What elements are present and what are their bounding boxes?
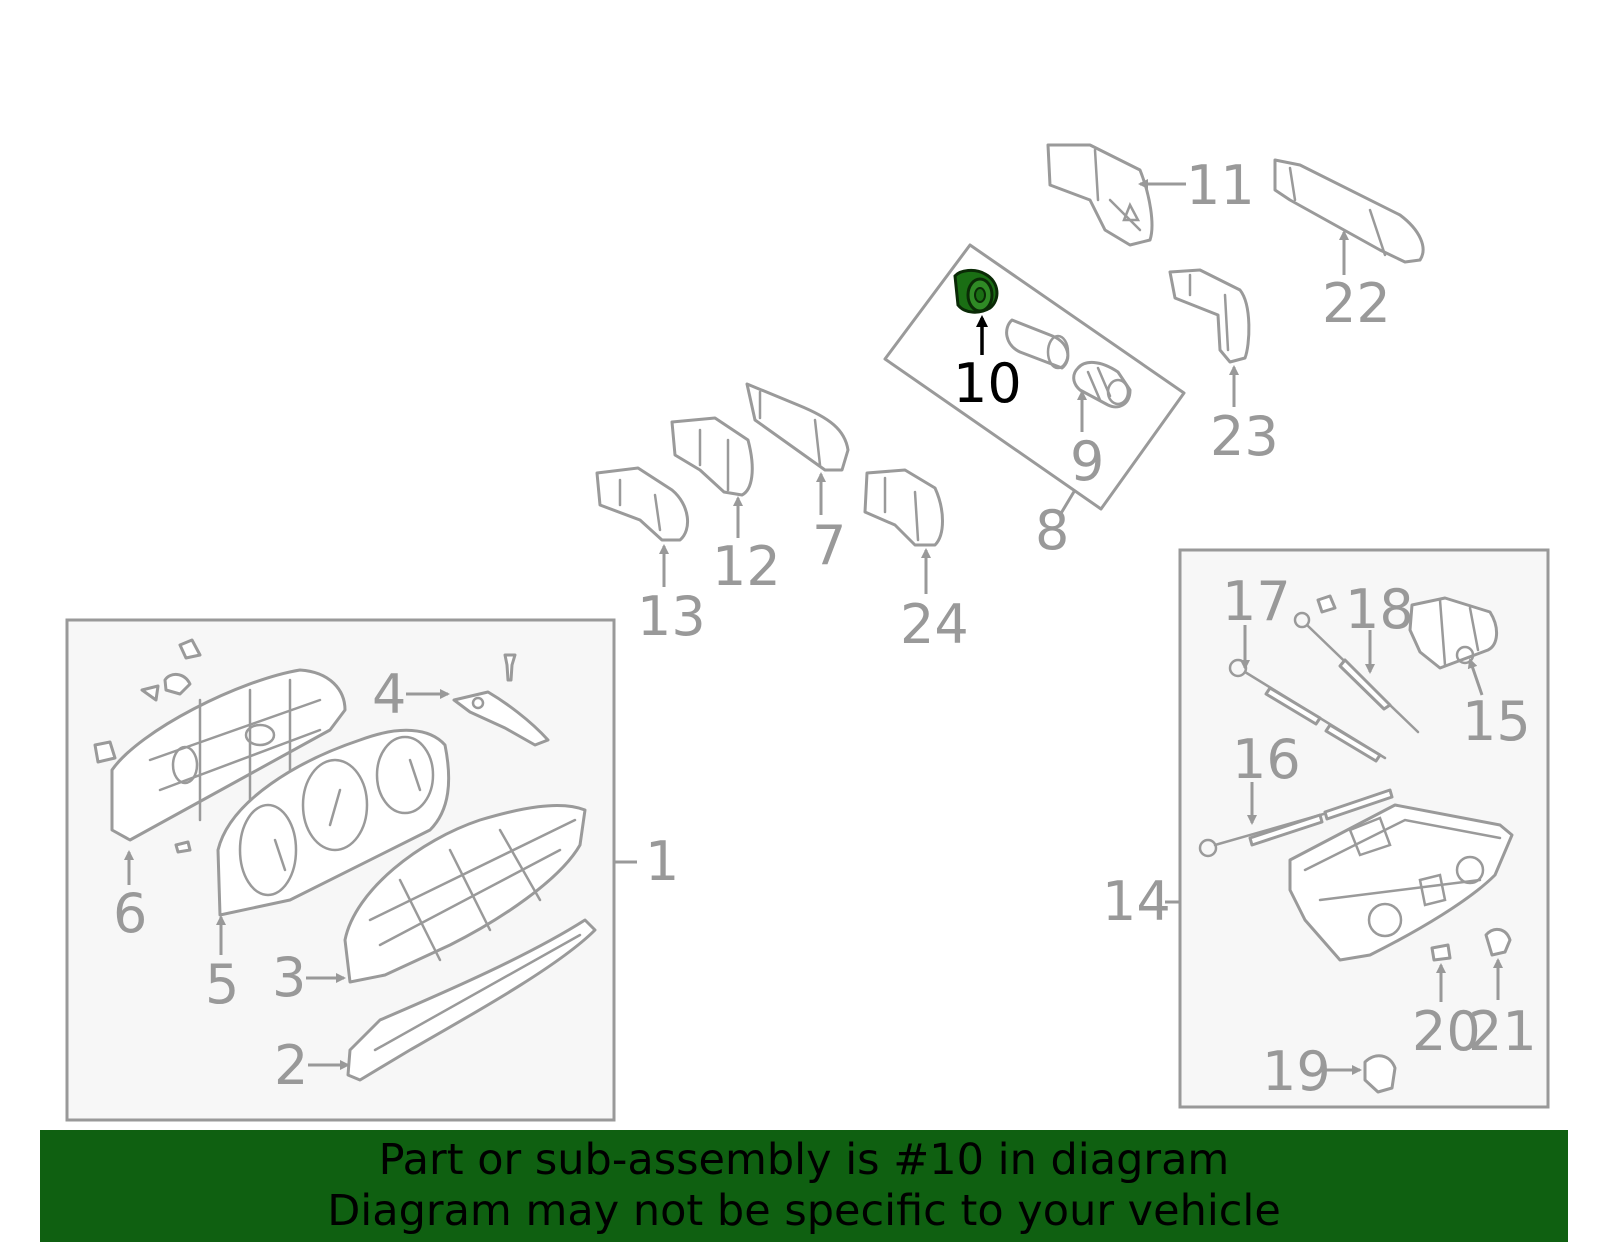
lighter-element	[1005, 318, 1070, 370]
switch-23	[1168, 268, 1251, 364]
footer-banner: Part or sub-assembly is #10 in diagram D…	[40, 1130, 1568, 1242]
part-3-bezel	[343, 804, 587, 984]
climate-control-unit	[1288, 803, 1514, 962]
footer-line-1: Part or sub-assembly is #10 in diagram	[378, 1135, 1230, 1185]
callout-20: 20	[1412, 1000, 1481, 1063]
lighter-assembly-group: 8 10 9	[883, 243, 1186, 562]
callout-1: 1	[645, 830, 679, 893]
part-10-highlighted	[953, 268, 999, 314]
callout-22: 22	[1322, 272, 1391, 335]
cable-18	[1293, 594, 1420, 734]
callout-16: 16	[1232, 728, 1301, 791]
switch-7	[745, 382, 850, 472]
hazard-switch-11	[1046, 143, 1154, 247]
part-19	[1363, 1054, 1397, 1094]
callout-23: 23	[1210, 405, 1279, 468]
callout-11: 11	[1186, 154, 1255, 217]
callout-2: 2	[274, 1034, 308, 1097]
callout-12: 12	[712, 535, 781, 598]
cluster-assembly-group: 1 6 5 4 3 2	[65, 618, 679, 1122]
switch-22	[1273, 158, 1425, 264]
callout-6: 6	[113, 882, 147, 945]
climate-control-group: 14 17 18 15	[1102, 548, 1550, 1109]
callout-24: 24	[900, 593, 969, 656]
arrow-15	[1467, 658, 1484, 696]
part-9-socket	[1072, 361, 1132, 409]
callout-17: 17	[1222, 570, 1291, 633]
part-20	[1430, 943, 1452, 962]
callout-14: 14	[1102, 870, 1171, 933]
callout-19: 19	[1262, 1040, 1331, 1103]
switch-13	[595, 466, 690, 542]
switch-12	[670, 416, 754, 497]
callout-3: 3	[272, 946, 306, 1009]
callout-15: 15	[1462, 690, 1531, 753]
callout-9: 9	[1070, 430, 1104, 493]
callout-10: 10	[953, 352, 1022, 415]
footer-line-2: Diagram may not be specific to your vehi…	[327, 1186, 1281, 1236]
callout-13: 13	[637, 585, 706, 648]
part-2-trim	[346, 918, 597, 1082]
callout-7: 7	[812, 514, 846, 577]
part-4-bracket	[452, 653, 550, 747]
callout-21: 21	[1468, 1000, 1537, 1063]
callout-18: 18	[1345, 578, 1414, 641]
lighter-assembly-box	[883, 243, 1186, 511]
callout-4: 4	[372, 663, 406, 726]
cable-16	[1198, 788, 1394, 858]
callout-8: 8	[1035, 499, 1069, 562]
part-21	[1484, 927, 1512, 957]
part-6-housing	[93, 638, 347, 854]
switch-24	[863, 468, 944, 547]
callout-5: 5	[205, 953, 239, 1016]
part-5-gauge-panel	[216, 728, 451, 917]
actuator-15	[1408, 596, 1498, 670]
